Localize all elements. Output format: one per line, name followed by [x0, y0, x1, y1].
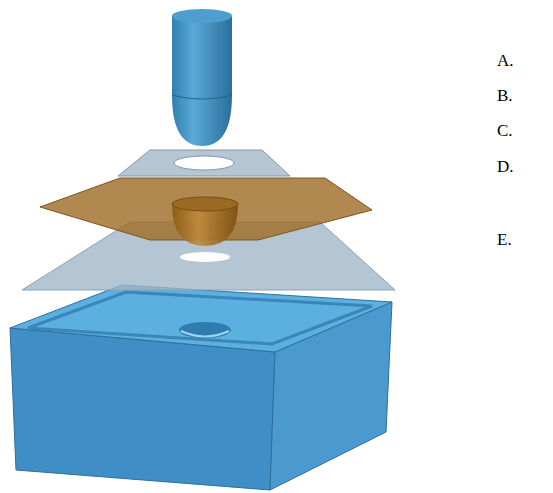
part-letter: C. — [497, 121, 513, 141]
part-letter: E. — [497, 230, 512, 250]
part-letter: B. — [497, 86, 513, 106]
part-letter: A. — [497, 51, 514, 71]
probe-tip — [172, 9, 232, 146]
part-letter: D. — [497, 157, 514, 177]
brown-sheet — [40, 178, 372, 246]
upper-plate — [118, 150, 290, 176]
base-block — [10, 285, 392, 490]
